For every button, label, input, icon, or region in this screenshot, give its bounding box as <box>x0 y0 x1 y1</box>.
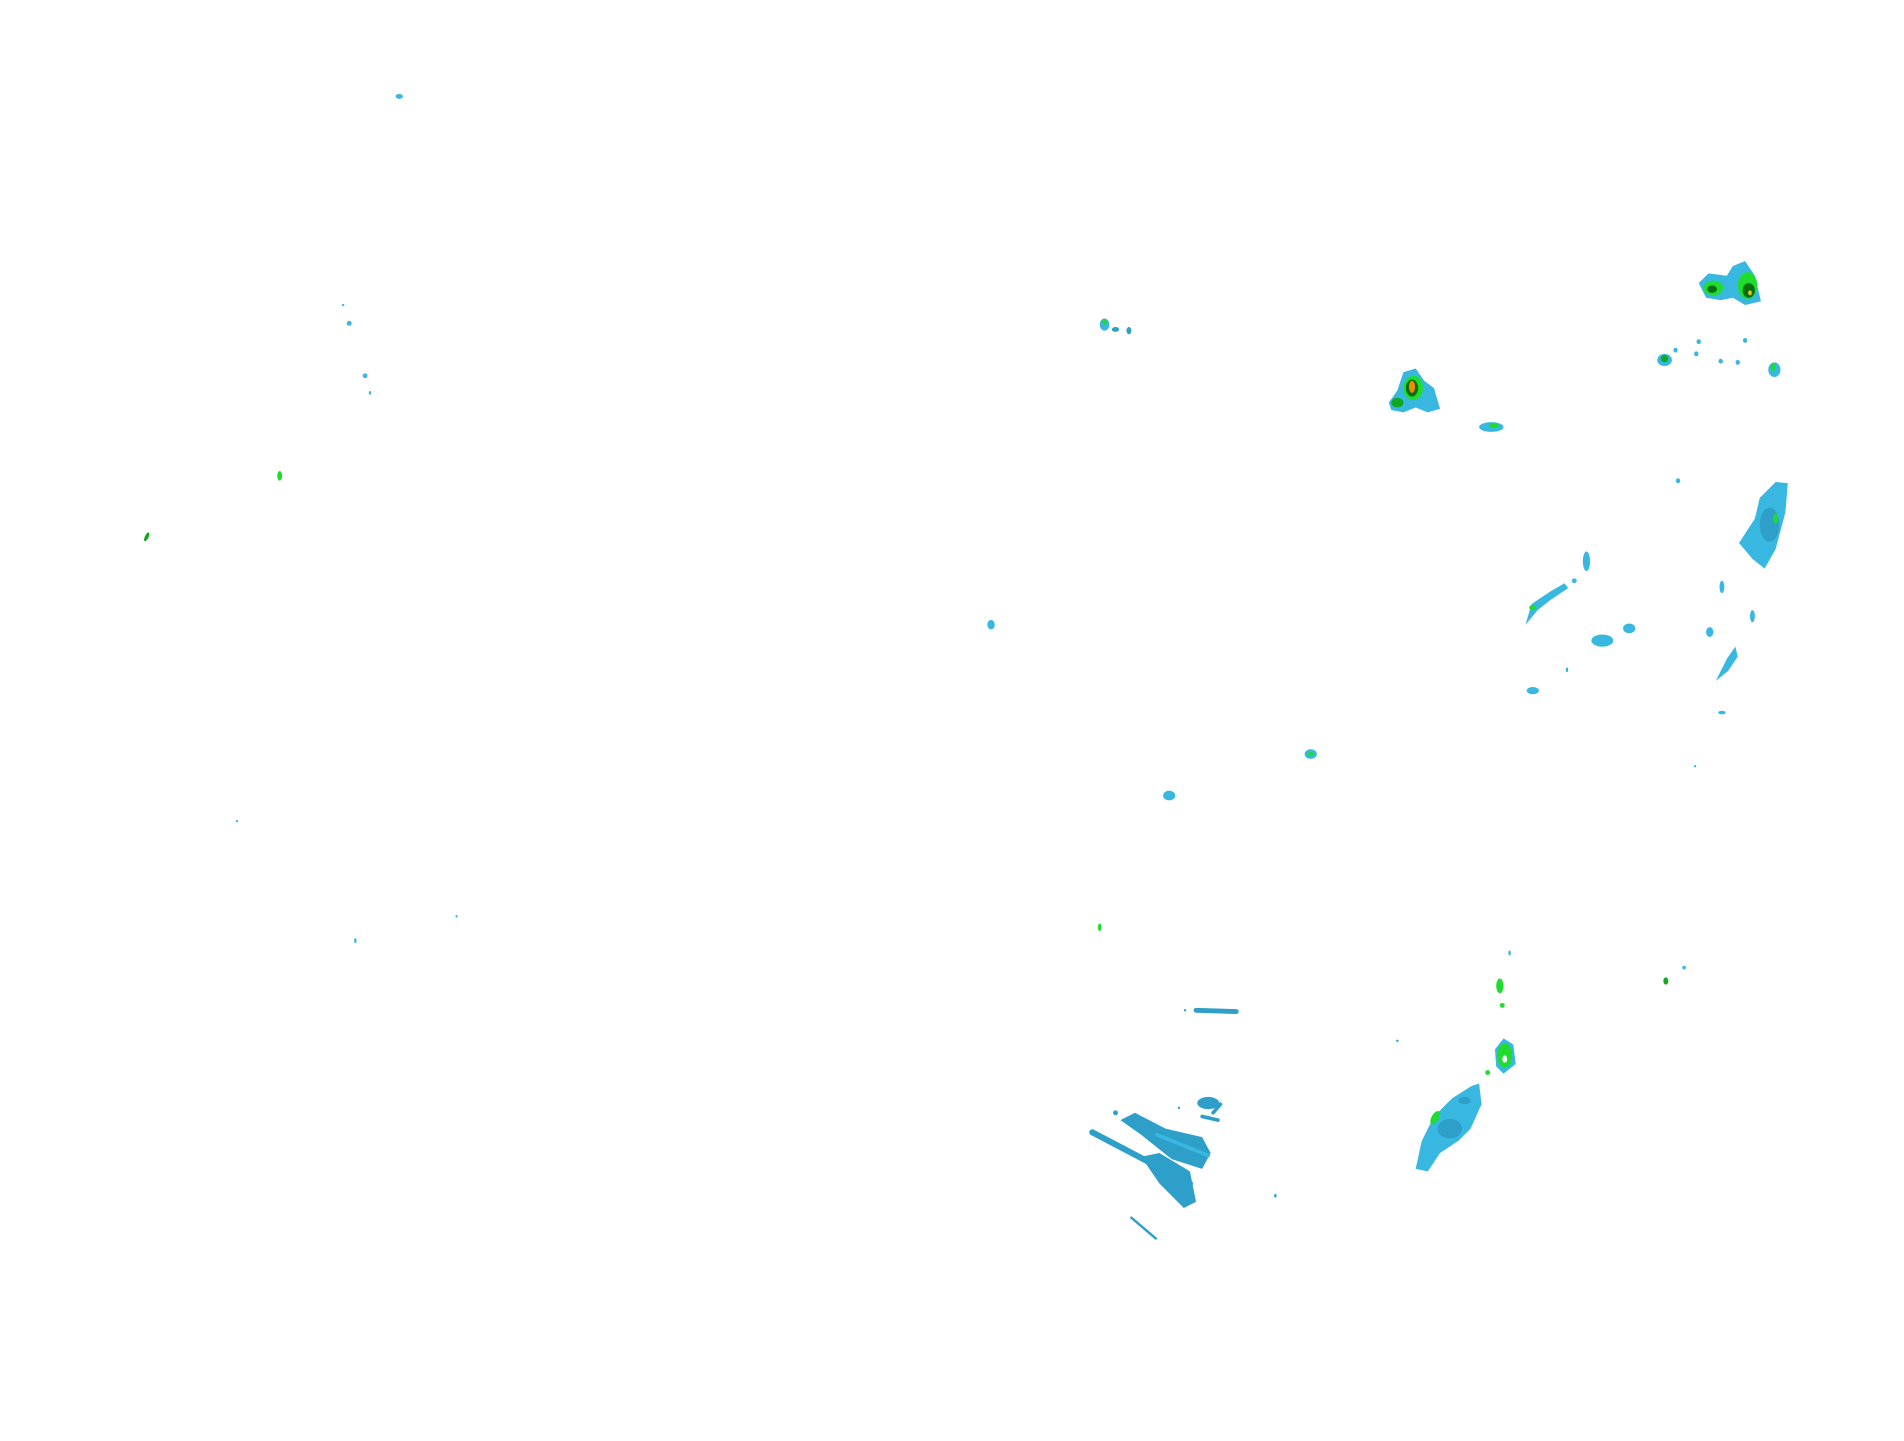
radar-echo <box>1488 423 1499 429</box>
radar-echo <box>1430 1111 1441 1125</box>
radar-echo <box>1437 1118 1463 1139</box>
radar-echo <box>1097 923 1102 931</box>
radar-echo <box>346 320 352 326</box>
radar-echo <box>1693 765 1697 768</box>
radar-echo <box>235 819 239 823</box>
radar-echo <box>1177 1106 1181 1110</box>
radar-echo <box>1120 1112 1211 1169</box>
radar-echo <box>277 470 283 481</box>
radar-echo <box>362 373 368 379</box>
radar-echo <box>1735 359 1740 365</box>
radar-echo <box>1155 1132 1211 1158</box>
radar-echo <box>354 938 357 944</box>
radar-echo <box>1408 380 1416 393</box>
radar-echo <box>1485 1070 1491 1075</box>
radar-echo <box>144 532 150 542</box>
radar-echo <box>1126 327 1132 335</box>
radar-echo <box>1623 623 1636 634</box>
radar-echo <box>1525 583 1569 625</box>
radar-echo <box>1770 363 1776 371</box>
radar-echo <box>1718 358 1723 364</box>
radar-echo <box>1707 285 1718 293</box>
radar-echo <box>1113 1110 1118 1116</box>
radar-echo <box>1183 1009 1187 1012</box>
radar-echo <box>1759 507 1780 542</box>
radar-echo <box>1197 1096 1220 1110</box>
radar-echo <box>1458 1096 1471 1105</box>
radar-echo <box>1508 950 1511 956</box>
radar-echo <box>1308 751 1314 757</box>
radar-echo <box>1526 686 1539 695</box>
radar-echo <box>1675 478 1681 484</box>
radar-echo <box>1682 965 1686 970</box>
radar-echo <box>455 915 458 918</box>
radar-echo <box>1591 634 1614 647</box>
radar-echo <box>368 391 372 395</box>
radar-echo <box>1773 513 1779 524</box>
radar-echo <box>1749 610 1755 623</box>
radar-echo <box>1502 1055 1508 1063</box>
radar-echo <box>1696 339 1701 345</box>
radar-echo <box>1673 347 1678 353</box>
radar-echo <box>395 93 403 99</box>
radar-echo <box>1499 1002 1505 1008</box>
radar-echo <box>1565 667 1569 673</box>
radar-echoes <box>144 93 1788 1240</box>
radar-echo <box>1715 646 1738 681</box>
radar-echo <box>1496 978 1504 994</box>
radar-echo <box>1193 1007 1239 1014</box>
radar-echo <box>1582 551 1591 572</box>
radar-echo <box>1694 351 1699 357</box>
radar-echo <box>1396 1039 1399 1043</box>
radar-echo <box>1742 283 1755 298</box>
radar-echo <box>1719 580 1725 593</box>
radar-echo <box>1130 1216 1157 1240</box>
radar-echo <box>1163 790 1176 801</box>
radar-echo <box>1663 977 1669 985</box>
radar-echo <box>1718 710 1726 715</box>
radar-echo <box>1529 605 1537 611</box>
radar-echo <box>1748 290 1752 296</box>
radar-echo <box>1200 1114 1220 1122</box>
radar-echo <box>1571 578 1577 584</box>
radar-echo <box>1742 337 1748 343</box>
radar-echo <box>1706 627 1714 637</box>
radar-echo <box>1111 327 1120 332</box>
radar-echo <box>1660 355 1669 363</box>
radar-echo <box>1211 1102 1223 1115</box>
radar-echo <box>1102 319 1107 325</box>
radar-echo <box>1274 1193 1277 1198</box>
radar-echo <box>987 619 995 630</box>
radar-echo <box>341 303 345 307</box>
radar-echo <box>1391 397 1404 408</box>
